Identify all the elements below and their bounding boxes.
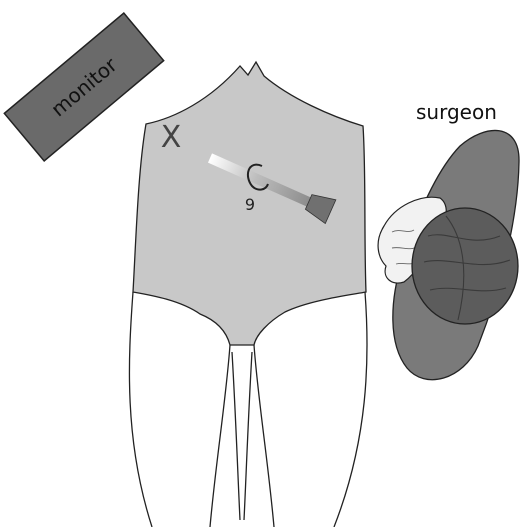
right-leg-outer bbox=[334, 292, 367, 527]
left-leg-inner bbox=[210, 345, 230, 527]
port-mark-x: X bbox=[161, 120, 182, 155]
trocar-mark: 9 bbox=[245, 195, 255, 214]
right-thigh-line bbox=[244, 352, 252, 520]
surgeon-head bbox=[412, 208, 518, 324]
left-leg-outer bbox=[129, 292, 152, 527]
surgeon-label: surgeon bbox=[416, 100, 497, 124]
left-thigh-line bbox=[232, 352, 240, 520]
right-leg-inner bbox=[254, 345, 274, 527]
monitor: monitor bbox=[4, 13, 163, 161]
surgeon: surgeon bbox=[378, 100, 519, 380]
